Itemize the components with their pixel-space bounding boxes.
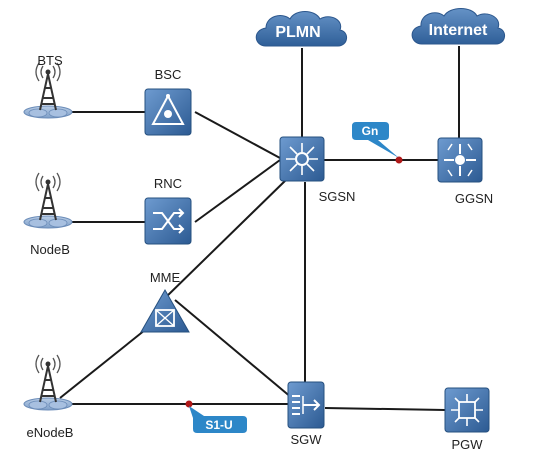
s1u-interface-tag: S1-U xyxy=(189,406,247,433)
sgw-label: SGW xyxy=(290,432,322,447)
link-sgw-pgw xyxy=(324,407,446,411)
sgw-device-icon xyxy=(287,381,325,429)
sgsn-device-icon xyxy=(279,136,325,182)
rnc-device-icon xyxy=(144,197,192,245)
pgw-label: PGW xyxy=(451,437,483,452)
mme-label: MME xyxy=(150,270,181,285)
ggsn-label: GGSN xyxy=(455,191,493,206)
ggsn-device-icon xyxy=(437,137,483,183)
bts-label: BTS xyxy=(37,53,63,68)
gn-interface-tag: Gn xyxy=(352,122,399,158)
internet-cloud: Internet xyxy=(411,8,505,45)
bsc-device-icon xyxy=(144,88,192,136)
nodeb-label: NodeB xyxy=(30,242,70,257)
pgw-device-icon xyxy=(444,387,490,433)
link-mme-sgw xyxy=(174,299,293,399)
links xyxy=(59,46,460,411)
enodeb-label: eNodeB xyxy=(27,425,74,440)
link-rnc-sgsn xyxy=(194,159,281,223)
internet-label: Internet xyxy=(429,22,488,39)
nodeb-antenna-icon xyxy=(23,172,73,229)
plmn-label: PLMN xyxy=(275,24,320,41)
mme-device-icon xyxy=(140,288,190,333)
s1u-marker xyxy=(185,400,193,408)
link-mme-sgsn xyxy=(162,177,289,301)
bsc-label: BSC xyxy=(155,67,182,82)
link-bsc-sgsn xyxy=(194,111,281,159)
rnc-label: RNC xyxy=(154,176,182,191)
enodeb-antenna-icon xyxy=(23,354,73,411)
plmn-cloud: PLMN xyxy=(255,11,347,47)
link-enodeb-mme xyxy=(59,321,156,399)
gn-label: Gn xyxy=(362,124,379,138)
sgsn-label: SGSN xyxy=(319,189,356,204)
bts-antenna-icon xyxy=(23,62,73,119)
gn-marker xyxy=(395,156,403,164)
s1u-label: S1-U xyxy=(205,418,232,432)
